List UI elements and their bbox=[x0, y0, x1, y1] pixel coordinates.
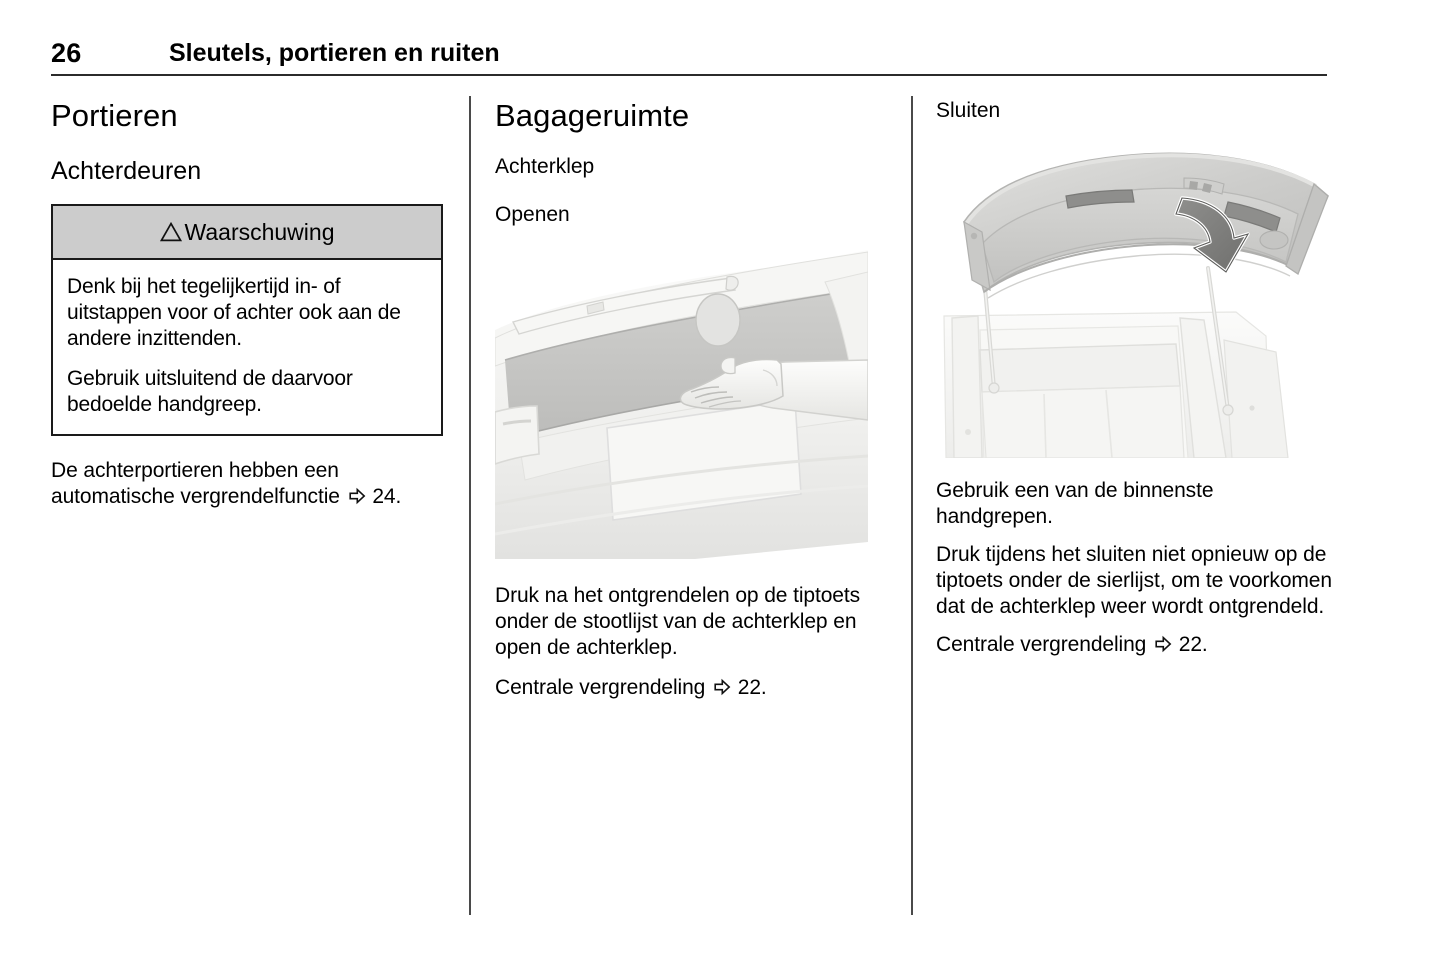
warning-paragraph-2: Gebruik uitsluitend de daarvoor bedoelde… bbox=[67, 367, 353, 416]
left-column: Portieren Achterdeuren Waarschuwing Denk… bbox=[51, 96, 447, 510]
warning-box-header: Waarschuwing bbox=[53, 206, 441, 260]
left-body-paragraph-1: De achterportieren hebben een automatisc… bbox=[51, 458, 447, 510]
page-reference-arrow-icon bbox=[348, 487, 365, 505]
right-body-paragraph-2: Druk tijdens het sluiten niet opnieuw op… bbox=[936, 543, 1332, 618]
right-body-text-after: 22. bbox=[1173, 633, 1208, 656]
right-body-paragraph-3: Centrale vergrendeling 22. bbox=[936, 632, 1332, 658]
tailgate-open-illustration bbox=[495, 242, 868, 559]
tailgate-open-illustration-graphic bbox=[495, 242, 868, 559]
left-body-text-before: De achterportieren hebben een automatisc… bbox=[51, 459, 346, 508]
tailgate-close-illustration bbox=[936, 140, 1332, 458]
middle-body-paragraph-2: Centrale vergrendeling 22. bbox=[495, 675, 891, 701]
page-reference-arrow-icon bbox=[714, 678, 731, 696]
page-reference-arrow-icon bbox=[1155, 635, 1172, 653]
left-body-text-after: 24. bbox=[366, 485, 402, 508]
page-running-header: 26 Sleutels, portieren en ruiten bbox=[51, 36, 1327, 76]
tailgate-close-illustration-graphic bbox=[936, 140, 1332, 458]
warning-triangle-icon bbox=[159, 222, 182, 242]
page-title: Sleutels, portieren en ruiten bbox=[169, 39, 500, 67]
right-column: Sluiten bbox=[936, 96, 1332, 658]
warning-box-body: Denk bij het tegelijkertijd in- of uitst… bbox=[53, 260, 441, 434]
section-heading-achterklep: Achterklep bbox=[495, 155, 595, 178]
warning-box: Waarschuwing Denk bij het tegelijkertijd… bbox=[51, 204, 443, 436]
middle-body-text-after: 22. bbox=[732, 676, 767, 699]
warning-title: Waarschuwing bbox=[184, 219, 335, 245]
chapter-heading-bagageruimte: Bagageruimte bbox=[495, 98, 690, 133]
middle-column: Bagageruimte Achterklep Openen bbox=[495, 96, 891, 701]
header-rule bbox=[51, 74, 1327, 76]
page-number: 26 bbox=[51, 38, 82, 68]
chapter-heading-portieren: Portieren bbox=[51, 98, 178, 133]
column-divider-1 bbox=[469, 96, 471, 915]
right-body-text-before: Centrale vergrendeling bbox=[936, 633, 1152, 656]
middle-body-paragraph-1: Druk na het ontgrendelen op de tiptoets … bbox=[495, 584, 861, 659]
subsection-heading-openen: Openen bbox=[495, 203, 570, 226]
column-divider-2 bbox=[911, 96, 913, 915]
subsection-heading-sluiten: Sluiten bbox=[936, 99, 1001, 122]
right-body-paragraph-1: Gebruik een van de binnenste handgrepen. bbox=[936, 479, 1214, 528]
section-heading-achterdeuren: Achterdeuren bbox=[51, 157, 202, 185]
warning-paragraph-1: Denk bij het tegelijkertijd in- of uitst… bbox=[67, 275, 401, 350]
middle-body-text-before: Centrale vergrendeling bbox=[495, 676, 711, 699]
